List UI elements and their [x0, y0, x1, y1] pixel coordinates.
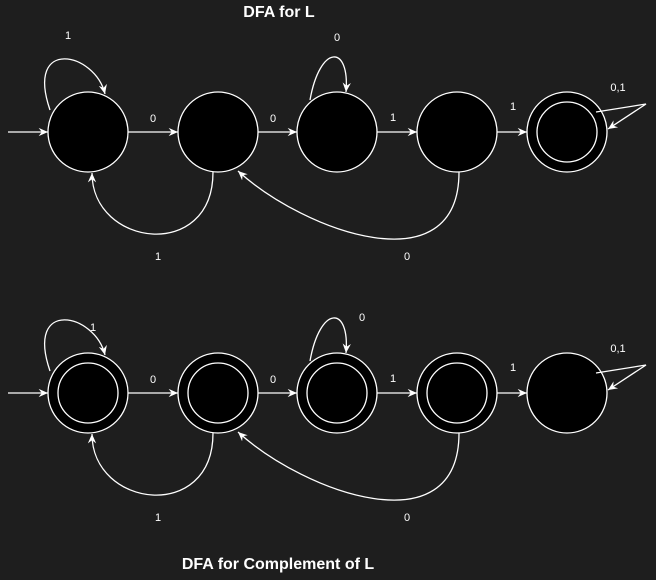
label-q3-q1-back: 0	[404, 251, 410, 263]
edge-q3-q1-back	[237, 170, 460, 240]
label-q4-self: 0,1	[610, 82, 625, 94]
state-q0	[47, 352, 129, 434]
label-q2-self: 0	[359, 312, 365, 324]
state-q1	[177, 352, 259, 434]
diagram-title-bottom: DFA for Complement of L	[181, 556, 375, 573]
label-q0-q1: 0	[150, 374, 156, 386]
label-q2-q3: 1	[390, 373, 396, 385]
state-q3	[416, 352, 498, 434]
label-q0-self: 1	[65, 30, 71, 42]
self-loop-q2	[309, 56, 351, 101]
edge-q1-q0-back	[87, 432, 214, 496]
label-q1-q0-back: 1	[155, 512, 161, 524]
diagram-title-top: DFA for L	[243, 4, 315, 21]
state-q3	[416, 91, 498, 173]
label-q3-q4: 1	[510, 101, 516, 113]
state-q2	[296, 91, 378, 173]
state-q2	[296, 352, 378, 434]
state-q0-accept-ring	[57, 362, 119, 424]
label-q2-q3: 1	[390, 112, 396, 124]
label-q0-self: 1	[90, 322, 96, 334]
self-loop-q4	[595, 103, 647, 130]
label-q3-q1-back: 0	[404, 512, 410, 524]
self-loop-q2	[309, 317, 351, 362]
label-q1-q2: 0	[270, 113, 276, 125]
state-q1	[177, 91, 259, 173]
state-q4-accept-ring	[536, 101, 598, 163]
state-q4	[526, 91, 608, 173]
self-loop-q0	[44, 319, 107, 372]
state-q4	[526, 352, 608, 434]
label-q1-q0-back: 1	[155, 251, 161, 263]
label-q2-self: 0	[334, 32, 340, 44]
edge-q1-q0-back	[87, 171, 214, 235]
self-loop-q4	[595, 364, 647, 391]
state-q3-accept-ring	[426, 362, 488, 424]
dfa-for-l: 1 0 0 0 1 1 0,1 1 0	[8, 30, 647, 263]
state-q2-accept-ring	[306, 362, 368, 424]
label-q4-self: 0,1	[610, 343, 625, 355]
state-q1-accept-ring	[187, 362, 249, 424]
state-q0	[47, 91, 129, 173]
edge-q3-q1-back	[237, 431, 460, 501]
label-q3-q4: 1	[510, 362, 516, 374]
self-loop-q0	[44, 58, 107, 111]
dfa-for-complement: 1 0 0 0 1 1 0,1 1 0	[8, 312, 647, 524]
label-q1-q2: 0	[270, 374, 276, 386]
label-q0-q1: 0	[150, 113, 156, 125]
